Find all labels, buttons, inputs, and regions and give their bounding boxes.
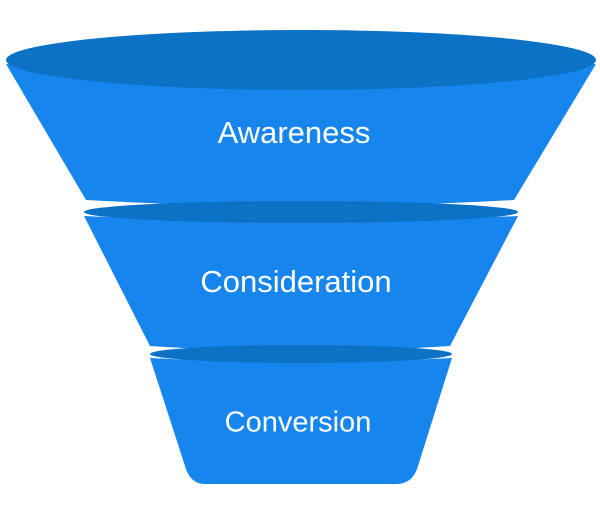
stage-awareness-label: Awareness (218, 115, 371, 150)
stage-conversion-label: Conversion (225, 407, 372, 439)
stage-consideration-label: Consideration (200, 264, 391, 299)
stage-consideration-rim (84, 201, 518, 223)
funnel-stage-conversion: Conversion (150, 345, 452, 484)
funnel-stage-consideration: Consideration (84, 201, 518, 351)
stage-conversion-body (150, 358, 452, 484)
funnel-stage-awareness: Awareness (6, 30, 596, 206)
stage-conversion-rim (150, 345, 452, 363)
stage-awareness-body (6, 64, 596, 206)
stage-consideration-body (84, 216, 518, 351)
stage-awareness-rim (6, 30, 596, 90)
